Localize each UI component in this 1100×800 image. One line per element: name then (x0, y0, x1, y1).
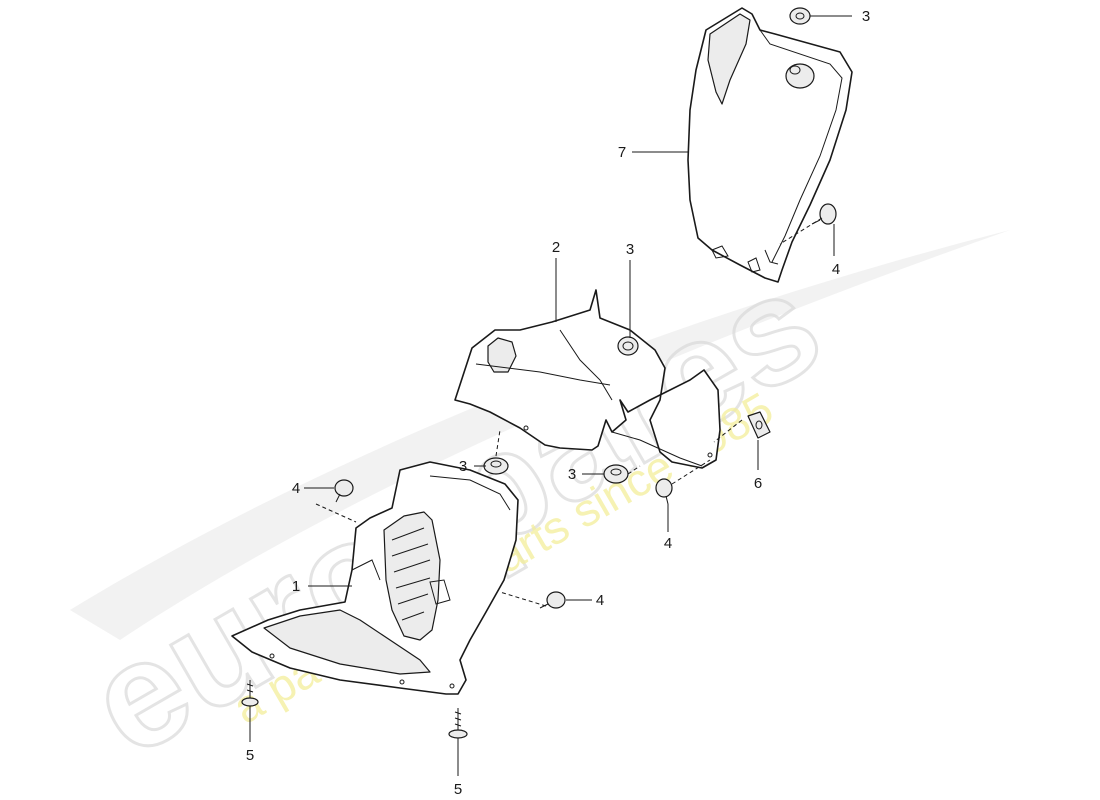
watermark-swoosh (70, 230, 1010, 640)
callout-3-center: 3 (459, 458, 467, 475)
callout-labels: 1 2 3 3 3 3 4 4 4 4 5 5 6 7 (246, 8, 870, 798)
fastener-clip-4-lower-right (539, 591, 566, 609)
fastener-clip-4-left (334, 479, 354, 503)
fastener-nut-3-top (789, 7, 811, 25)
part-2-wheel-arch-liner (454, 289, 721, 469)
callout-5-right: 5 (454, 781, 462, 798)
fastener-clip-4-middle (655, 478, 673, 505)
fastener-nut-3-center (483, 457, 509, 475)
callout-7: 7 (618, 144, 626, 161)
part-1-lower-liner (231, 461, 519, 695)
callout-4-lower-right: 4 (596, 592, 604, 609)
callout-4-left: 4 (292, 480, 300, 497)
fastener-clip-nut-6 (747, 411, 771, 439)
callout-4-middle: 4 (664, 535, 672, 552)
part-7-liner-panel (687, 7, 853, 283)
callout-3-top: 3 (862, 8, 870, 25)
leader-lines (249, 15, 852, 776)
fastener-screw-5-right (448, 708, 468, 739)
callout-3-right: 3 (568, 466, 576, 483)
fastener-clip-4-upper-right (811, 203, 837, 225)
callout-4-upper-right: 4 (832, 261, 840, 278)
callout-3-upper: 3 (626, 241, 634, 258)
callout-5-left: 5 (246, 747, 254, 764)
watermark: eurospares a passion for parts since 198… (61, 230, 1010, 789)
callout-2: 2 (552, 239, 560, 256)
callout-1: 1 (292, 578, 300, 595)
callout-6: 6 (754, 475, 762, 492)
fastener-nut-3-right (603, 464, 629, 484)
